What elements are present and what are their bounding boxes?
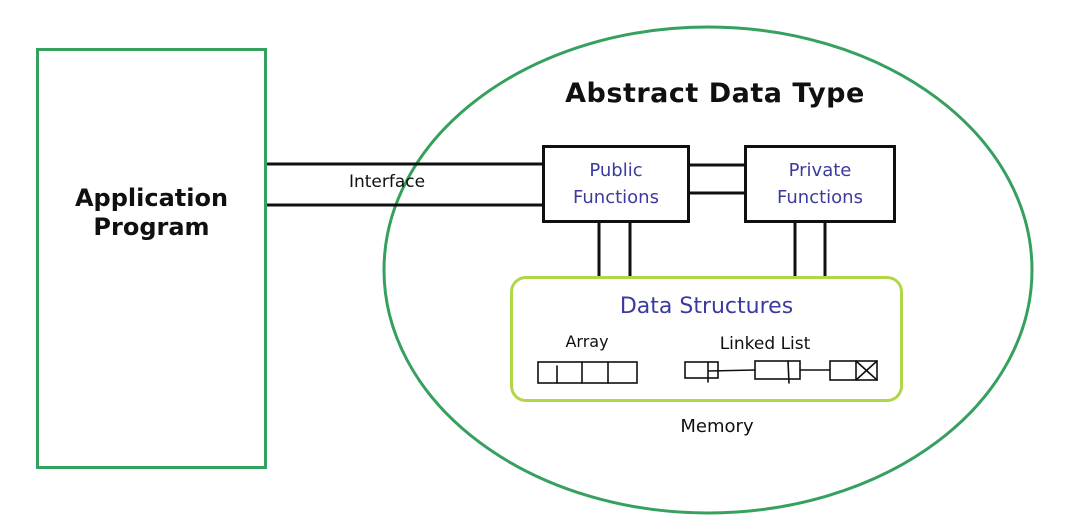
- adt-boundary-ellipse: [382, 25, 1034, 515]
- memory-label: Memory: [680, 416, 754, 437]
- linked-list-graphic: [684, 360, 878, 384]
- linked-list-pointer-line: [708, 369, 756, 372]
- null-pointer-cross-icon: [855, 360, 878, 381]
- linked-list-label: Linked List: [719, 334, 811, 354]
- public-private-connector-lines: [688, 163, 746, 195]
- application-program-label: Application Program: [36, 184, 267, 242]
- private-functions-box: Private Functions: [744, 145, 896, 223]
- private-to-datastructures-lines: [793, 221, 827, 277]
- data-structures-title: Data Structures: [619, 294, 794, 319]
- linked-list-node: [829, 360, 878, 381]
- array-label: Array: [565, 332, 609, 351]
- linked-list-node: [684, 361, 719, 383]
- array-cells-graphic: [537, 361, 638, 384]
- interface-channel-lines: [264, 162, 543, 207]
- public-functions-label: Public Functions: [573, 160, 659, 208]
- private-functions-label: Private Functions: [777, 160, 863, 208]
- interface-label: Interface: [348, 172, 426, 192]
- diagram-title: Abstract Data Type: [565, 78, 865, 109]
- public-functions-box: Public Functions: [542, 145, 690, 223]
- data-structures-box: [510, 276, 903, 402]
- application-program-box: [36, 48, 267, 469]
- application-program-label-text: Application Program: [74, 184, 229, 241]
- public-to-datastructures-lines: [597, 221, 632, 277]
